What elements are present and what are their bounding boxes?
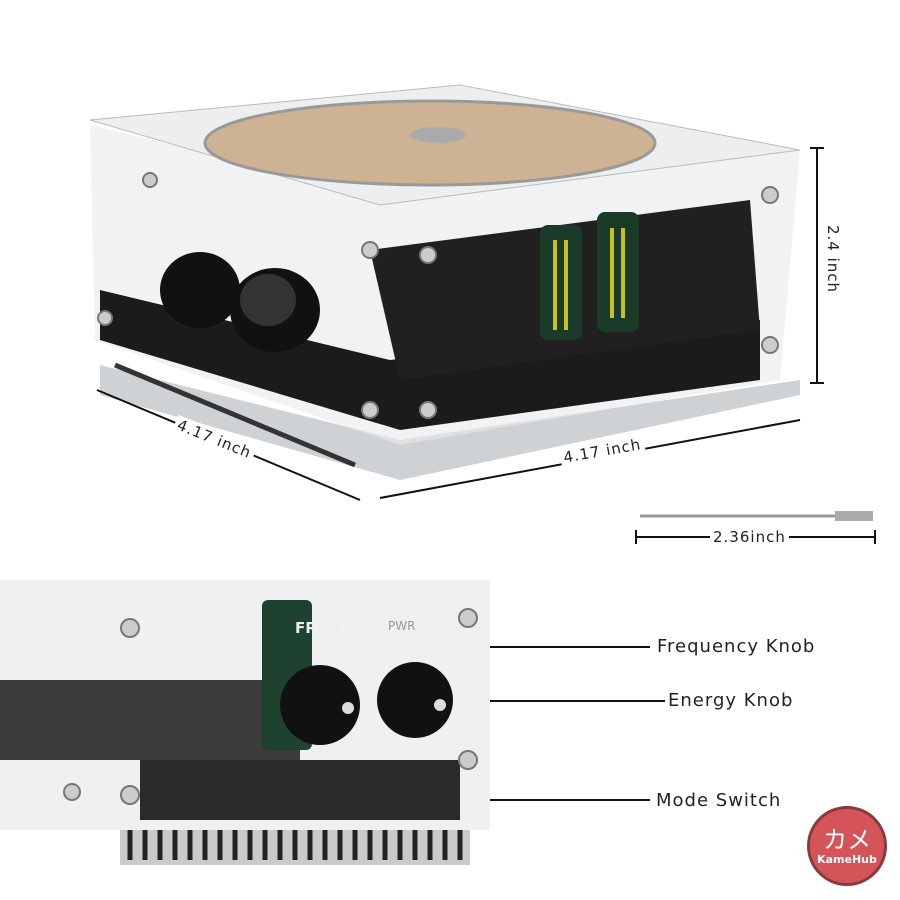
device-top-view — [89, 84, 801, 480]
mode-switch-callout: Mode Switch — [656, 790, 782, 811]
kamehub-logo: カメ KameHub — [807, 806, 887, 886]
logo-brand-text: KameHub — [817, 852, 877, 866]
freq-panel-label: FREQ — [295, 619, 340, 637]
logo-japanese-text: カメ — [823, 825, 871, 854]
probe-length-dimension: 2.36inch — [710, 528, 789, 546]
probe-rod — [640, 511, 873, 521]
height-dimension: 2.4 inch — [824, 225, 842, 294]
device-front-view — [0, 580, 490, 865]
pwr-panel-label: PWR — [388, 619, 415, 633]
energy-knob-callout: Energy Knob — [668, 690, 794, 711]
frequency-knob-callout: Frequency Knob — [657, 636, 816, 657]
